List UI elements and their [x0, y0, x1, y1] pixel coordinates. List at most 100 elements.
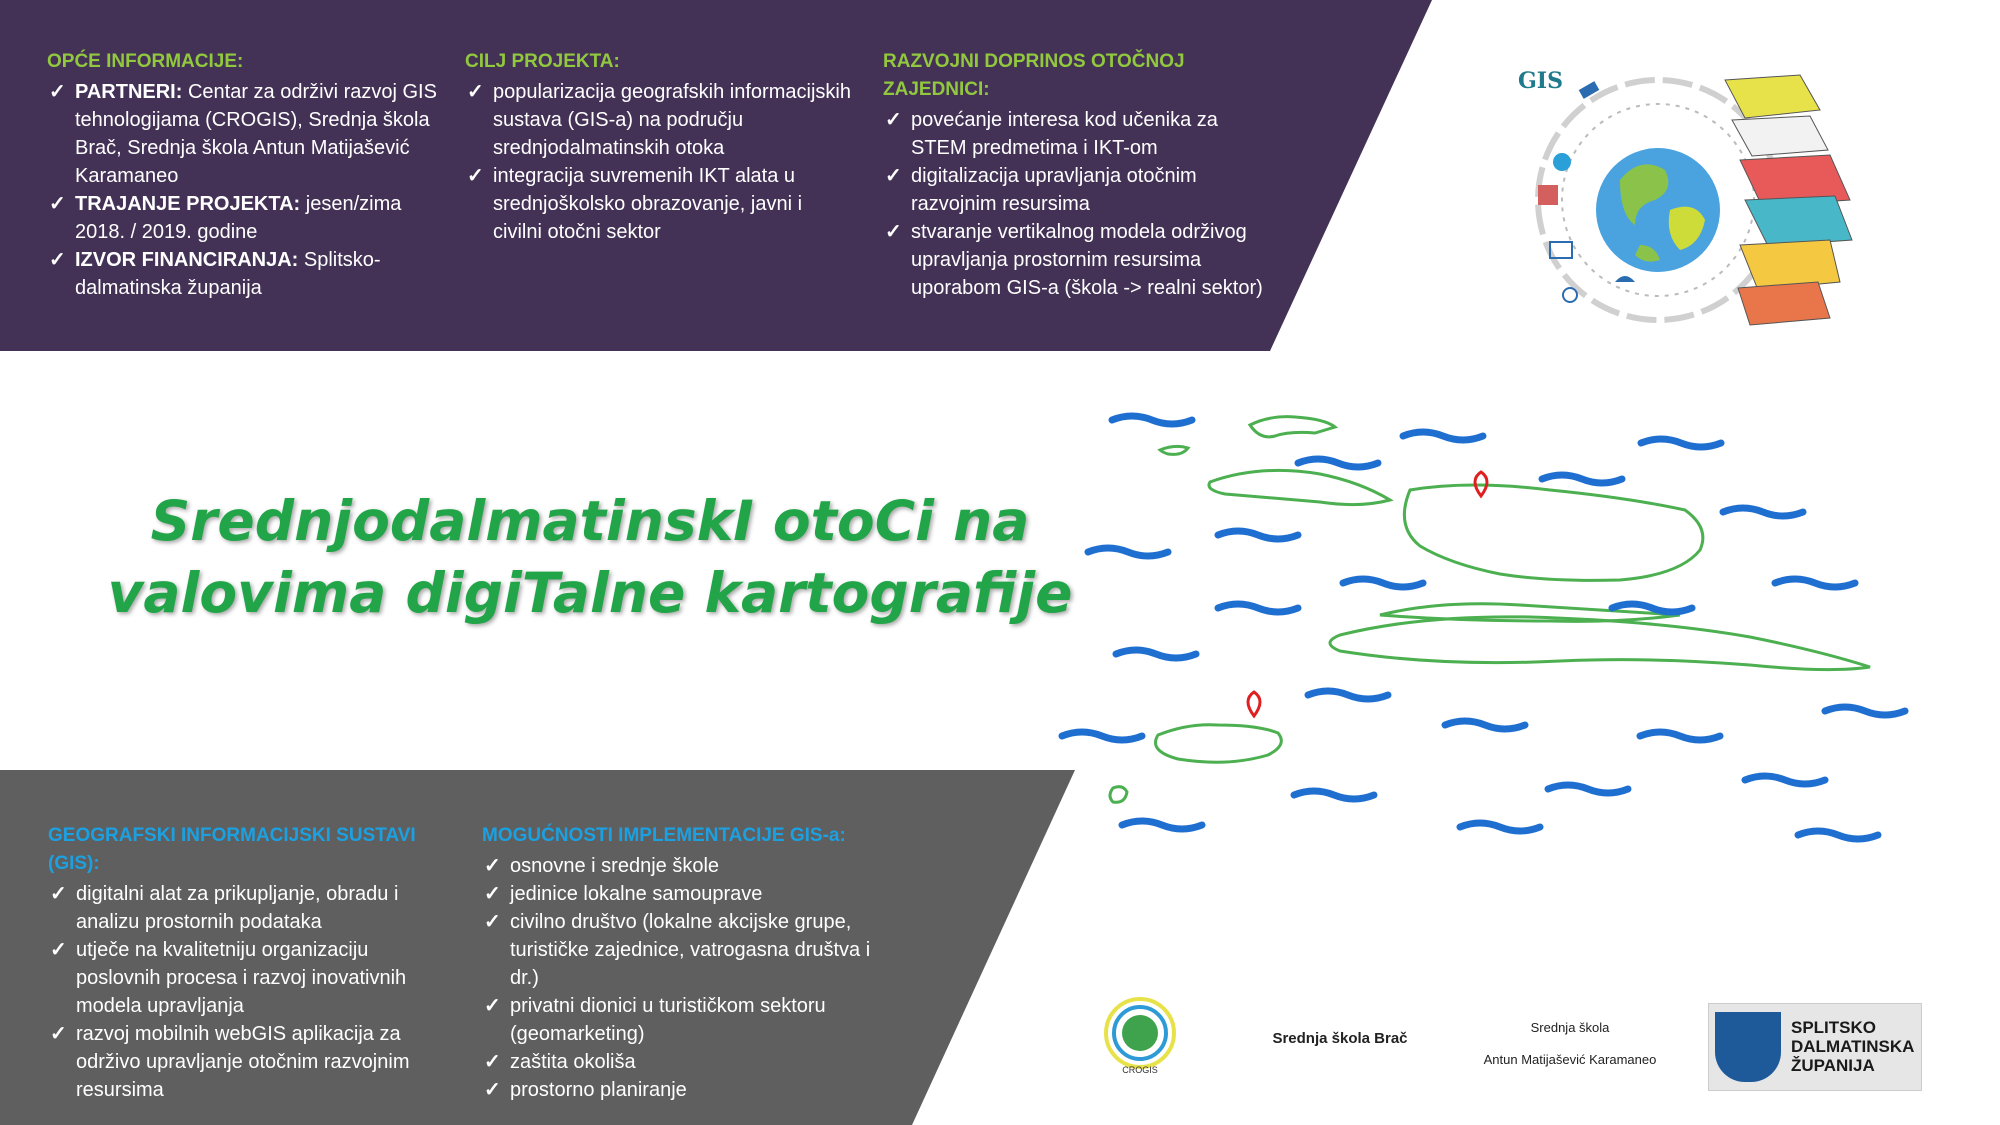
list-item: ✓povećanje interesa kod učenika za STEM … — [883, 106, 1263, 162]
network-icon — [1615, 276, 1635, 282]
wave-icon — [1399, 428, 1487, 444]
project-goal-section: CILJ PROJEKTA: ✓popularizacija geografsk… — [465, 48, 855, 246]
wave-icon — [1794, 827, 1882, 843]
county-shield-icon — [1715, 1012, 1781, 1082]
crogis-logo: CROGIS — [1104, 997, 1176, 1075]
karamaneo-line-1: Srednja škola — [1530, 1020, 1610, 1035]
partners-label: PARTNERI: — [75, 81, 183, 103]
splitsko-dalmatinska-logo: SPLITSKO DALMATINSKA ŽUPANIJA — [1708, 1003, 1922, 1091]
list-item: ✓privatni dionici u turističkom sektoru … — [482, 992, 877, 1048]
list-item-text: digitalizacija upravljanja otočnim razvo… — [911, 165, 1197, 215]
island-small-north — [1247, 415, 1339, 439]
check-icon: ✓ — [484, 911, 501, 933]
check-icon: ✓ — [484, 855, 501, 877]
list-item: ✓digitalizacija upravljanja otočnim razv… — [883, 162, 1263, 218]
check-icon: ✓ — [50, 1023, 67, 1045]
list-item-text: utječe na kvalitetniju organizaciju posl… — [76, 939, 407, 1017]
satellite-icon — [1578, 81, 1600, 99]
funding-text: Splitsko-dalmatinska županija — [75, 249, 381, 299]
check-icon: ✓ — [484, 1051, 501, 1073]
list-item: ✓prostorno planiranje — [482, 1076, 877, 1104]
wave-icon — [1214, 527, 1302, 543]
list-item: ✓ osnovne i srednje škole — [482, 852, 877, 880]
list-item-text: zaštita okoliša — [510, 1051, 636, 1073]
list-item-text: stvaranje vertikalnog modela održivog up… — [911, 221, 1263, 299]
list-item-text: razvoj mobilnih webGIS aplikacija za odr… — [76, 1023, 410, 1101]
general-info-heading: OPĆE INFORMACIJE: — [47, 51, 244, 72]
duration-text: jesen/zima 2018. / 2019. godine — [75, 193, 402, 243]
wave-icon — [1456, 819, 1544, 835]
check-icon: ✓ — [484, 883, 501, 905]
development-contribution-section: RAZVOJNI DOPRINOS OTOČNOJ ZAJEDNICI: ✓po… — [883, 48, 1263, 302]
karamaneo-line-2: Antun Matijašević Karamaneo — [1483, 1052, 1657, 1067]
crogis-text: CROGIS — [1122, 1065, 1158, 1075]
wave-icon — [1214, 600, 1302, 616]
list-item: ✓popularizacija geografskih informacijsk… — [465, 78, 855, 162]
list-item: ✓PARTNERI: Centar za održivi razvoj GIS … — [47, 78, 442, 190]
island-solta — [1207, 468, 1394, 507]
wave-icon — [1058, 728, 1146, 744]
implementation-list: ✓ osnovne i srednje škole ✓ jedinice lokal… — [482, 852, 877, 1104]
check-icon: ✓ — [885, 109, 902, 131]
funding-label: IZVOR FINANCIRANJA: — [75, 249, 299, 271]
wave-icon — [1637, 435, 1725, 451]
wave-icon — [1544, 781, 1632, 797]
brac-school-logo: Srednja škola Brač — [1265, 1030, 1415, 1047]
county-name-line: ŽUPANIJA — [1791, 1056, 1875, 1075]
gis-info-section: GEOGRAFSKI INFORMACIJSKI SUSTAVI (GIS): … — [48, 822, 443, 1104]
screen-icon — [1549, 241, 1573, 259]
list-item: ✓ zaštita okoliša — [482, 1048, 877, 1076]
county-name: SPLITSKO DALMATINSKA ŽUPANIJA — [1791, 1018, 1914, 1075]
check-icon: ✓ — [49, 81, 66, 103]
brac-school-name: Srednja škola Brač — [1272, 1030, 1408, 1047]
island-hvar — [1328, 615, 1871, 672]
gis-label: GIS — [1518, 68, 1563, 94]
list-item: ✓stvaranje vertikalnog modela održivog u… — [883, 218, 1263, 302]
pie-icon — [1553, 153, 1571, 171]
list-item: ✓civilno društvo (lokalne akcijske grupe… — [482, 908, 877, 992]
wave-icon — [1636, 728, 1724, 744]
list-item-text: jedinice lokalne samouprave — [510, 883, 763, 905]
county-name-line: DALMATINSKA — [1791, 1037, 1915, 1056]
project-goal-heading: CILJ PROJEKTA: — [465, 51, 620, 72]
map-pin-icon — [1473, 470, 1489, 499]
gis-info-list: ✓ digitalni alat za prikupljanje, obradu … — [48, 880, 443, 1104]
island-brac — [1402, 483, 1705, 582]
list-item-text: osnovne i srednje škole — [510, 855, 720, 877]
gis-info-heading: GEOGRAFSKI INFORMACIJSKI SUSTAVI (GIS): — [48, 825, 416, 874]
general-info-list: ✓PARTNERI: Centar za održivi razvoj GIS … — [47, 78, 442, 302]
bottom-info-panel — [0, 770, 1075, 1125]
list-item: ✓TRAJANJE PROJEKTA: jesen/zima 2018. / 2… — [47, 190, 442, 246]
island-hvar-east — [1379, 602, 1681, 623]
development-contribution-list: ✓povećanje interesa kod učenika za STEM … — [883, 106, 1263, 302]
layers-icon — [1538, 185, 1558, 205]
poster-title: SrednjodalmatinskI otoCi na valovima dig… — [90, 485, 1090, 629]
waves — [1058, 412, 1909, 843]
gis-infographic: GIS — [1518, 68, 1853, 326]
island-vis — [1154, 723, 1283, 764]
list-item: ✓ utječe na kvalitetniju organizaciju pos… — [48, 936, 443, 1020]
list-item: ✓digitalni alat za prikupljanje, obradu … — [48, 880, 443, 936]
wave-icon — [1538, 471, 1626, 487]
wave-icon — [1294, 455, 1382, 471]
check-icon: ✓ — [49, 249, 66, 271]
wave-icon — [1084, 544, 1172, 560]
check-icon: ✓ — [50, 939, 67, 961]
check-icon: ✓ — [49, 193, 66, 215]
list-item-text: integracija suvremenih IKT alata u sredn… — [493, 165, 803, 243]
list-item: ✓ jedinice lokalne samouprave — [482, 880, 877, 908]
list-item-text: digitalni alat za prikupljanje, obradu i… — [76, 883, 399, 933]
title-line-2: valovima digiTalne kartografije — [107, 561, 1073, 625]
check-icon: ✓ — [484, 1079, 501, 1101]
wave-icon — [1821, 703, 1909, 719]
implementation-section: MOGUĆNOSTI IMPLEMENTACIJE GIS-a: ✓osnovn… — [482, 822, 877, 1104]
wave-icon — [1741, 772, 1829, 788]
wave-icon — [1118, 817, 1206, 833]
list-item: ✓ IZVOR FINANCIRANJA: Splitsko-dalmatinsk… — [47, 246, 442, 302]
county-name-line: SPLITSKO — [1791, 1018, 1877, 1037]
list-item: ✓ razvoj mobilnih webGIS aplikacija za od… — [48, 1020, 443, 1104]
development-contribution-heading: RAZVOJNI DOPRINOS OTOČNOJ ZAJEDNICI: — [883, 51, 1185, 100]
wave-icon — [1290, 787, 1378, 803]
karamaneo-school-logo: Srednja škola Antun Matijašević Karamane… — [1460, 1012, 1680, 1076]
wave-icon — [1441, 717, 1529, 733]
